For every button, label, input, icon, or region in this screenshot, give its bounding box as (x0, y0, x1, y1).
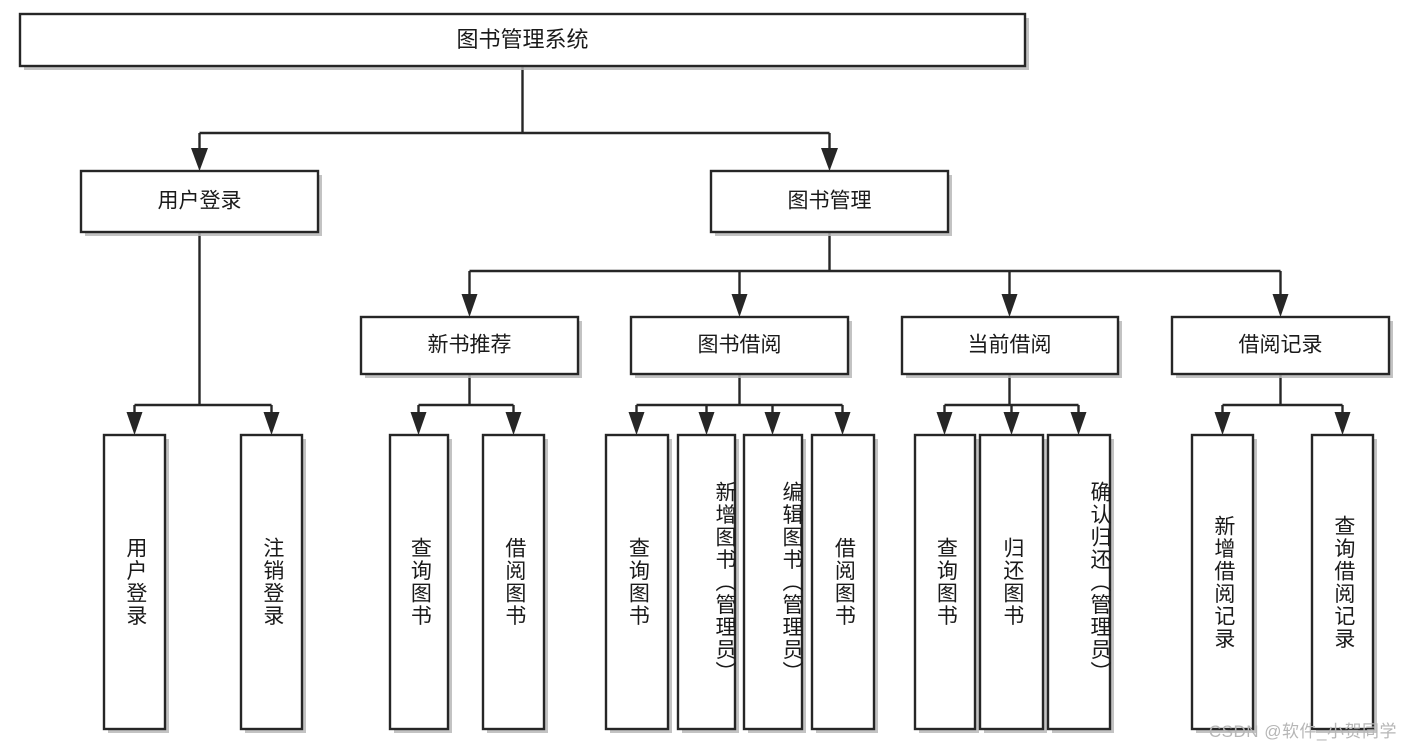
csdn-watermark: CSDN @软件_小贺同学 (1208, 722, 1397, 741)
leaf-rect-logout[interactable] (239, 433, 304, 731)
node-book-borrow-label: 图书借阅 (698, 334, 782, 357)
node-user-login[interactable]: 用户登录 (79, 169, 322, 236)
leaf-rect-borrow-book-rec[interactable] (481, 433, 546, 731)
leaf-rect-query-book-borrow[interactable] (604, 433, 670, 731)
node-root-rect[interactable] (18, 12, 1027, 68)
node-root-system[interactable]: 图书管理系统 (18, 12, 1029, 70)
node-book-borrow-rect[interactable] (629, 315, 850, 376)
arrowhead-record-leaf-1 (1214, 412, 1231, 435)
node-borrow-record-rect[interactable] (1170, 315, 1391, 376)
node-borrow-record-label: 借阅记录 (1239, 334, 1323, 357)
node-borrow-record[interactable]: 借阅记录 (1170, 315, 1393, 378)
leaf-node[interactable] (1046, 433, 1114, 733)
leaf-node[interactable] (742, 433, 806, 733)
arrowhead-current-leaf-2 (1003, 412, 1020, 435)
node-current-borrow-label: 当前借阅 (968, 334, 1052, 357)
arrowhead-leaf-user-login (126, 412, 143, 435)
arrowhead-book-mgmt (821, 148, 838, 171)
arrowhead-current-leaf-1 (936, 412, 953, 435)
arrowhead-current-borrow (1001, 294, 1018, 317)
node-new-book-recommend-label: 新书推荐 (428, 334, 512, 357)
leaf-node[interactable] (1190, 433, 1257, 733)
leaf-rect-add-book-admin[interactable] (676, 433, 737, 731)
leaf-rect-query-book-rec[interactable] (388, 433, 450, 731)
node-new-book-recommend[interactable]: 新书推荐 (359, 315, 582, 378)
leaf-rect-user-login[interactable] (102, 433, 167, 731)
leaf-node[interactable] (239, 433, 306, 733)
leaf-node[interactable] (388, 433, 452, 733)
leaf-node[interactable] (1310, 433, 1377, 733)
leaf-node-layer (102, 433, 1377, 733)
leaf-rect-borrow-book[interactable] (810, 433, 876, 731)
arrowhead-borrow-leaf-2 (698, 412, 715, 435)
arrowhead-user-login (191, 148, 208, 171)
node-book-management[interactable]: 图书管理 (709, 169, 952, 236)
leaf-rect-return-book[interactable] (978, 433, 1045, 731)
leaf-node[interactable] (978, 433, 1047, 733)
leaf-node[interactable] (604, 433, 672, 733)
leaf-rect-add-borrow-record[interactable] (1190, 433, 1255, 731)
arrowhead-book-borrow (731, 294, 748, 317)
arrowhead-borrow-leaf-1 (628, 412, 645, 435)
leaf-node[interactable] (913, 433, 979, 733)
arrowhead-record-leaf-2 (1334, 412, 1351, 435)
arrowhead-current-leaf-3 (1070, 412, 1087, 435)
leaf-node[interactable] (676, 433, 739, 733)
leaf-rect-query-book-current[interactable] (913, 433, 977, 731)
node-book-management-label: 图书管理 (788, 190, 872, 213)
arrowhead-borrow-leaf-4 (834, 412, 851, 435)
arrowhead-borrow-record (1272, 294, 1289, 317)
node-book-borrow[interactable]: 图书借阅 (629, 315, 852, 378)
arrowhead-new-book-rec (461, 294, 478, 317)
connector-layer (126, 66, 1351, 435)
node-root-label: 图书管理系统 (456, 27, 588, 52)
node-current-borrow-rect[interactable] (900, 315, 1120, 376)
leaf-rect-confirm-return-admin[interactable] (1046, 433, 1112, 731)
leaf-node[interactable] (102, 433, 169, 733)
node-user-login-label: 用户登录 (158, 190, 242, 213)
leaf-node[interactable] (481, 433, 548, 733)
leaf-node[interactable] (810, 433, 878, 733)
leaf-rect-query-borrow-record[interactable] (1310, 433, 1375, 731)
node-new-book-recommend-rect[interactable] (359, 315, 580, 376)
node-book-management-rect[interactable] (709, 169, 950, 234)
node-current-borrow[interactable]: 当前借阅 (900, 315, 1122, 378)
arrowhead-newbook-leaf-1 (410, 412, 427, 435)
arrowhead-borrow-leaf-3 (764, 412, 781, 435)
node-user-login-rect[interactable] (79, 169, 320, 234)
leaf-rect-edit-book-admin[interactable] (742, 433, 804, 731)
arrowhead-newbook-leaf-2 (505, 412, 522, 435)
node-layer: 图书管理系统 用户登录 图书管理 新书推荐 (18, 12, 1393, 733)
arrowhead-leaf-logout (263, 412, 280, 435)
